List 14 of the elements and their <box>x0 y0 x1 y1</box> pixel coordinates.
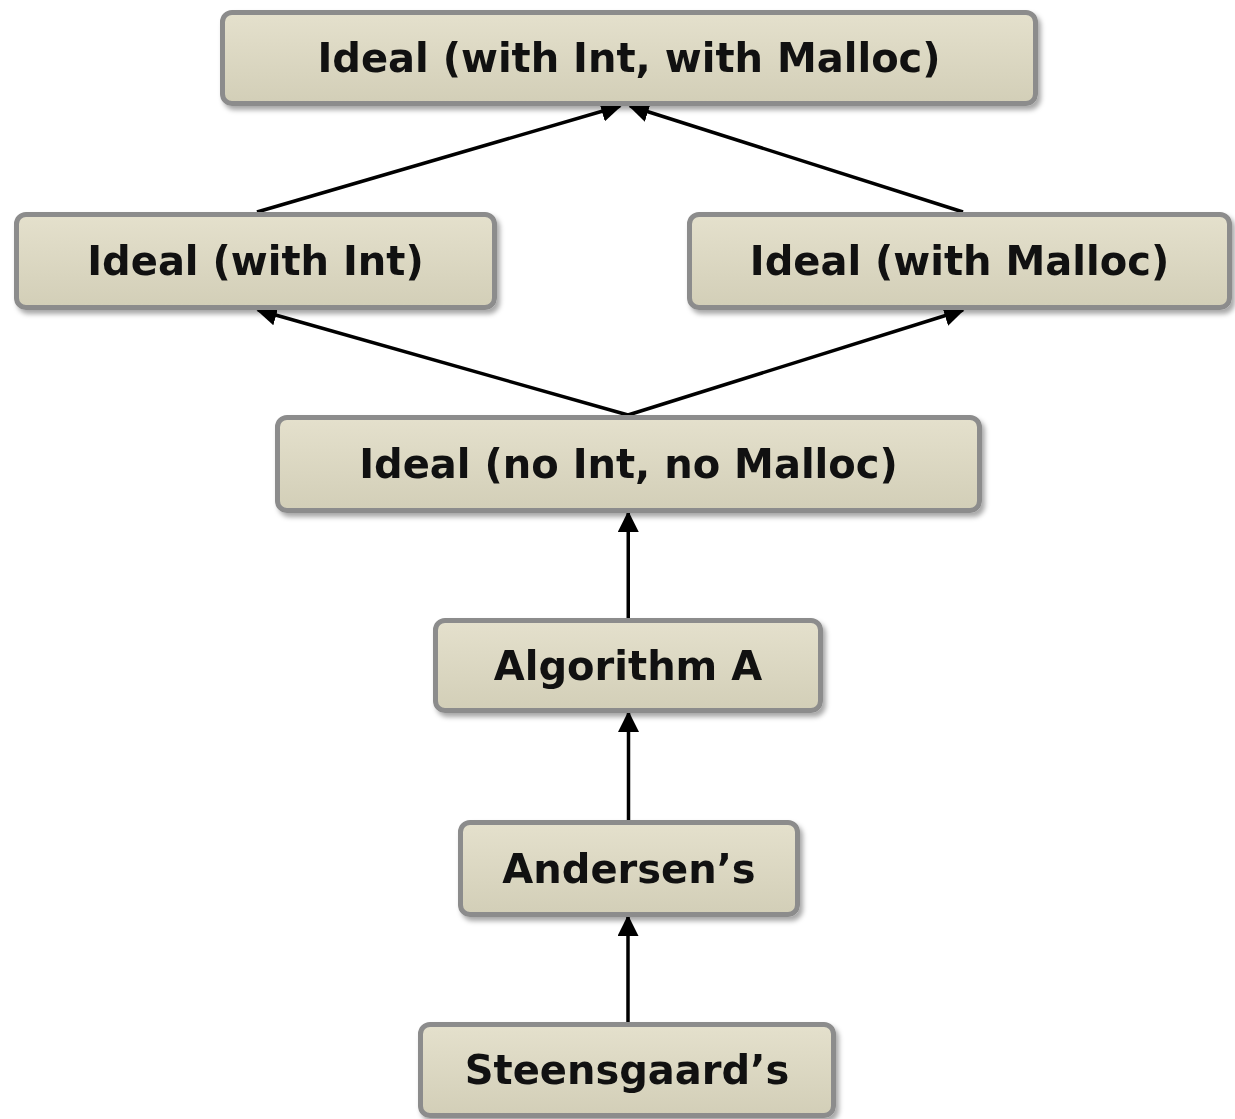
node-label: Ideal (with Int, with Malloc) <box>317 35 941 81</box>
node-label: Ideal (with Malloc) <box>749 238 1170 284</box>
process-box <box>458 820 800 917</box>
node-label: Algorithm A <box>493 642 763 689</box>
process-box <box>220 10 1038 106</box>
node-label: Steensgaard’s <box>464 1047 790 1093</box>
process-box <box>14 212 497 310</box>
process-box <box>275 415 982 513</box>
node-label: Ideal (no Int, no Malloc) <box>359 441 898 487</box>
node-label: Ideal (with Int) <box>87 238 424 284</box>
process-box <box>418 1022 836 1118</box>
process-box <box>687 212 1232 310</box>
node-label: Andersen’s <box>502 845 756 892</box>
process-box <box>433 618 823 713</box>
